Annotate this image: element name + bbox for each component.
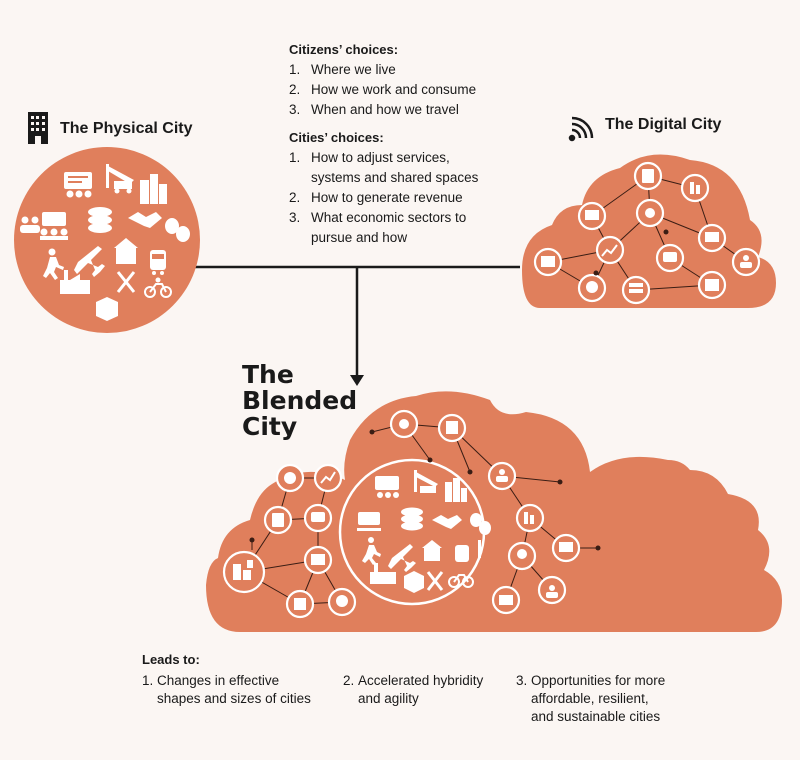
- airplane-icon: [74, 246, 105, 277]
- blended-city-cloud: [206, 391, 782, 632]
- factory-icon: [60, 270, 90, 294]
- blended-inner-icons: [357, 470, 491, 593]
- citizens-choices-list: 1.Where we live 2.How we work and consum…: [289, 60, 476, 120]
- list-item: 1.How to adjust services,systems and sha…: [289, 150, 479, 185]
- fork-knife-icon: [116, 271, 136, 293]
- list-item: 2.How we work and consume: [289, 82, 477, 97]
- crane-icon: [106, 164, 134, 194]
- building-icon: [28, 112, 48, 144]
- citizens-choices-block: Citizens’ choices: 1.Where we live 2.How…: [289, 42, 476, 120]
- list-item: 3.When and how we travel: [289, 102, 459, 117]
- physical-city-title: The Physical City: [60, 120, 193, 137]
- list-item: 1.Where we live: [289, 62, 396, 77]
- citizens-choices-heading: Citizens’ choices:: [289, 42, 399, 57]
- handshake-icon: [128, 212, 162, 228]
- meeting-icon: [40, 212, 68, 240]
- physical-city-icons: [20, 164, 190, 321]
- blended-city-title: The Blended City: [242, 360, 358, 441]
- box-icon: [96, 297, 118, 321]
- train-icon: [150, 250, 166, 275]
- people-icon: [20, 216, 40, 233]
- theater-masks-icon: [165, 218, 190, 242]
- leads-to-item-1: 1. Changes in effective shapes and sizes…: [142, 673, 311, 706]
- arrow-head: [350, 375, 364, 386]
- leads-to-heading: Leads to:: [142, 652, 200, 667]
- wifi-icon: [568, 116, 594, 142]
- digital-city-cloud: [522, 154, 776, 308]
- cities-choices-list: 1.How to adjust services,systems and sha…: [289, 148, 478, 248]
- physical-city-circle: [14, 147, 200, 333]
- connector-lines: [186, 265, 520, 378]
- house-icon: [114, 238, 138, 264]
- list-item: 2.How to generate revenue: [289, 190, 463, 205]
- digital-city-title: The Digital City: [605, 116, 722, 133]
- leads-to-item-2: 2. Accelerated hybridity and agility: [343, 673, 484, 706]
- digital-node-glyphs: [541, 169, 752, 293]
- cities-choices-block: Cities’ choices: 1.How to adjust service…: [289, 130, 478, 248]
- presentation-icon: [64, 172, 92, 198]
- bicycle-icon: [144, 283, 172, 298]
- buildings-icon: [140, 174, 167, 204]
- blended-node-glyphs: [233, 419, 573, 610]
- coins-icon: [88, 207, 112, 233]
- leads-to-item-3: 3. Opportunities for more affordable, re…: [516, 673, 666, 724]
- walking-person-icon: [43, 248, 64, 280]
- cities-choices-heading: Cities’ choices:: [289, 130, 384, 145]
